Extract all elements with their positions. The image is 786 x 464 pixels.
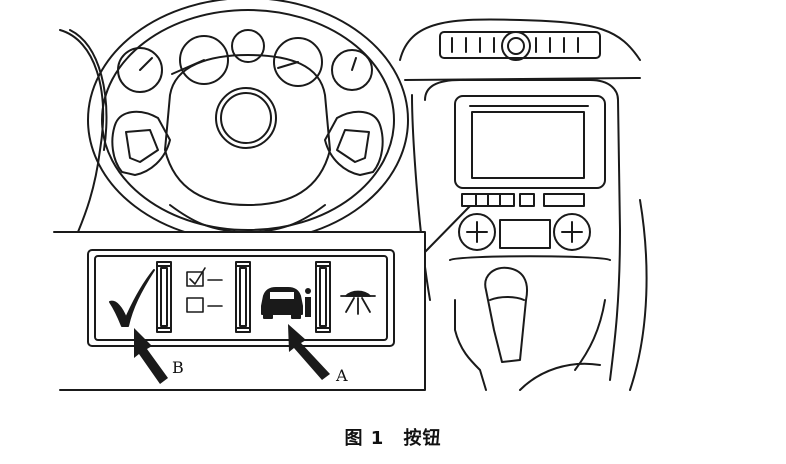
horn-pad [215, 87, 277, 149]
speedometer-gauge [179, 35, 229, 85]
car-info-icon[interactable] [261, 287, 311, 319]
infotainment-screen [471, 111, 585, 179]
temperature-gauge [331, 49, 373, 91]
callout-label-a: A [336, 366, 348, 385]
steering-wheel [87, 0, 409, 243]
climate-display [499, 219, 551, 249]
button-separator [156, 261, 172, 333]
steering-wheel-hub [164, 54, 331, 206]
checklist-icon[interactable] [186, 267, 223, 313]
button-separator [235, 261, 251, 333]
center-console [399, 18, 648, 391]
left-gauge-bezel [59, 29, 108, 233]
button-separator [315, 261, 331, 333]
air-vent [439, 31, 601, 59]
inset-leader-line [424, 205, 471, 253]
fuel-gauge [273, 37, 323, 87]
dome-lamp-icon[interactable] [340, 290, 376, 315]
figure-title: 按钮 [403, 428, 442, 449]
left-spoke-controls [111, 110, 171, 176]
callout-label-b: B [172, 358, 184, 377]
checkmark-icon[interactable] [109, 269, 155, 327]
display-bezel [454, 95, 606, 189]
arrow-b [134, 328, 168, 384]
right-spoke-controls [324, 110, 384, 176]
instrument-cluster [117, 29, 373, 93]
figure-caption: 图 1 按钮 [0, 424, 786, 450]
vent-knob [501, 31, 531, 61]
arrow-a [288, 324, 330, 380]
shift-lever [484, 266, 528, 363]
figure-label: 图 1 [344, 428, 385, 449]
left-climate-knob [458, 213, 496, 251]
center-gauge [231, 29, 265, 63]
right-climate-knob [553, 213, 591, 251]
